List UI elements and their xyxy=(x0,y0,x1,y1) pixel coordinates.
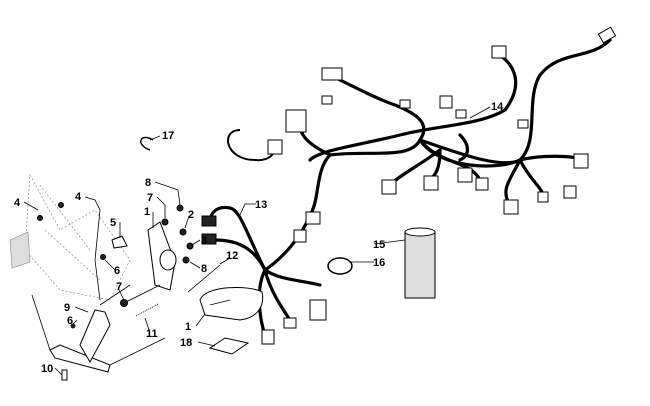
callout-17: 17 xyxy=(162,130,174,142)
callout-18: 18 xyxy=(180,337,192,349)
callout-7: 7 xyxy=(147,192,153,204)
callout-5: 5 xyxy=(110,217,116,229)
screw xyxy=(187,264,221,293)
cable-clamp xyxy=(327,257,353,275)
callout-labels: 17 14 8 7 2 4 4 5 1 13 3 8 12 6 7 15 16 … xyxy=(14,101,504,375)
spring xyxy=(135,303,159,317)
callout-8: 8 xyxy=(145,177,151,189)
mounting-bracket xyxy=(49,309,111,381)
headlight-lower xyxy=(199,287,264,321)
callout-12: 12 xyxy=(226,250,238,262)
callout-4: 4 xyxy=(75,191,82,203)
callout-1: 1 xyxy=(185,321,191,333)
callout-4: 4 xyxy=(14,197,21,209)
clip-ring xyxy=(140,136,154,151)
callout-9: 9 xyxy=(64,302,70,314)
callout-10: 10 xyxy=(41,363,53,375)
decal xyxy=(208,337,250,355)
callout-1: 1 xyxy=(144,206,150,218)
callout-6: 6 xyxy=(114,265,120,277)
callout-7: 7 xyxy=(116,281,122,293)
headlight-upper xyxy=(147,221,177,291)
callout-16: 16 xyxy=(373,257,385,269)
callout-8: 8 xyxy=(201,263,207,275)
connectors xyxy=(201,26,617,345)
callout-13: 13 xyxy=(255,199,267,211)
callout-11: 11 xyxy=(146,328,158,340)
callout-15: 15 xyxy=(373,239,385,251)
leader-lines xyxy=(23,106,491,376)
callout-14: 14 xyxy=(491,101,504,113)
callout-6: 6 xyxy=(67,315,73,327)
protective-sleeve xyxy=(404,227,436,299)
wiring-harness xyxy=(208,38,612,337)
hood-panel xyxy=(9,173,131,301)
callout-2: 2 xyxy=(188,209,194,221)
callout-3: 3 xyxy=(201,235,207,247)
